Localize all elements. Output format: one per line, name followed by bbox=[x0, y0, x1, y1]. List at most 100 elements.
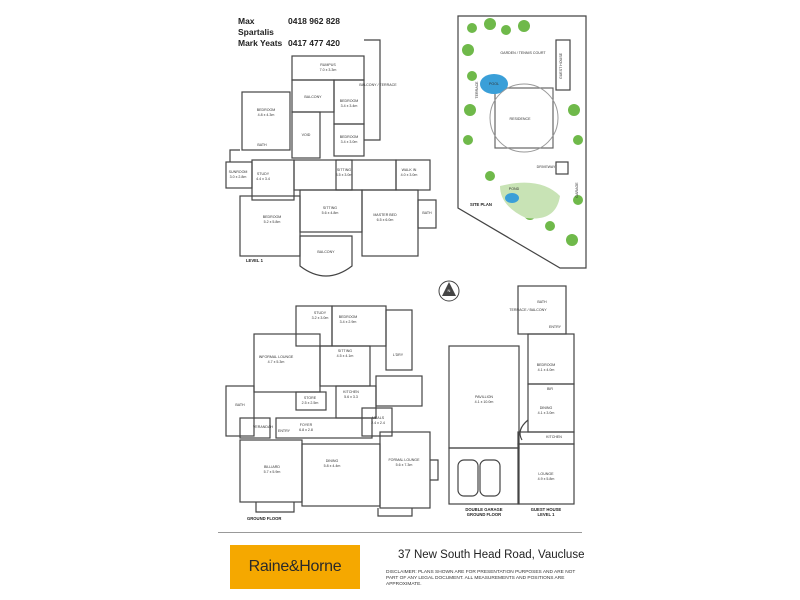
room-label: BATH bbox=[422, 211, 432, 215]
room-size: 4.8 x 4.3m bbox=[258, 113, 275, 117]
room-label: FOYER bbox=[300, 423, 313, 427]
room-size: 3.2 x 3.0m bbox=[312, 316, 329, 320]
guest-house-sublabel: LEVEL 1 bbox=[538, 512, 556, 517]
room-label: WALK IN bbox=[402, 168, 417, 172]
room-label: VOID bbox=[302, 133, 311, 137]
room-label: MASTER BED bbox=[373, 213, 397, 217]
room-size: 4.5 x 4.1m bbox=[337, 354, 354, 358]
room-label: LOUNGE bbox=[538, 472, 554, 476]
site-plan-garden bbox=[462, 18, 583, 246]
room-size: 3.4 x 3.0m bbox=[341, 140, 358, 144]
room-size: 3.4 x 3.4m bbox=[341, 104, 358, 108]
room-size: 2.4 x 2.4 bbox=[371, 421, 385, 425]
room-label: MEALS bbox=[372, 416, 385, 420]
room-label: STUDY bbox=[257, 172, 270, 176]
double-garage-label: DOUBLE GARAGE bbox=[465, 507, 502, 512]
room-label: DINING bbox=[540, 406, 553, 410]
room-label: BEDROOM bbox=[339, 315, 358, 319]
room-size: 4.4 x 3.4 bbox=[256, 177, 270, 181]
room-size: 4.1 x 3.0m bbox=[538, 411, 555, 415]
room-label: BIR bbox=[547, 387, 553, 391]
room-label: BEDROOM bbox=[257, 108, 276, 112]
guest-house-plan bbox=[517, 285, 575, 505]
site-plan-outline bbox=[457, 15, 587, 269]
site-label-pool: POOL bbox=[489, 82, 499, 86]
room-size: 3.5 x 3.0m bbox=[336, 173, 353, 177]
room-label: BILLIARD bbox=[264, 465, 280, 469]
property-address: 37 New South Head Road, Vaucluse bbox=[398, 549, 585, 561]
room-size: 5.7 x 5.9m bbox=[264, 470, 281, 474]
agent-contacts: Max Spartalis 0418 962 828 Mark Yeats 04… bbox=[238, 16, 340, 49]
pond-shape bbox=[505, 193, 519, 203]
brand-logo: Raine&Horne bbox=[230, 545, 360, 589]
room-label: RUMPUS bbox=[320, 63, 336, 67]
room-label: BATH bbox=[235, 403, 245, 407]
compass-icon bbox=[438, 280, 460, 302]
room-label: TERRACE / BALCONY bbox=[509, 308, 547, 312]
room-label: INFORMAL LOUNGE bbox=[259, 355, 294, 359]
room-label: BEDROOM bbox=[537, 363, 556, 367]
site-label-residence: RESIDENCE bbox=[510, 117, 532, 121]
contact-name: Mark Yeats bbox=[238, 38, 283, 48]
site-label-garden: GARDEN / TENNIS COURT bbox=[500, 51, 546, 55]
room-size: 6.8 x 2.8 bbox=[299, 428, 313, 432]
room-label: BEDROOM bbox=[263, 215, 282, 219]
room-label: SITTING bbox=[323, 206, 337, 210]
residence-outline bbox=[489, 83, 559, 153]
site-label-terrace: TERRACE bbox=[475, 81, 479, 99]
room-label: L'DRY bbox=[393, 353, 404, 357]
room-size: 3.4 x 2.9m bbox=[340, 320, 357, 324]
room-size: 5.6 x 3.3 bbox=[344, 395, 358, 399]
room-label: SITTING bbox=[338, 349, 352, 353]
contact-phone: 0417 477 420 bbox=[288, 38, 340, 48]
room-label: BALCONY bbox=[317, 250, 335, 254]
room-label: VERANDAH bbox=[253, 425, 273, 429]
room-label: KITCHEN bbox=[546, 435, 562, 439]
room-size: 6.5 x 6.0m bbox=[377, 218, 394, 222]
room-label: BATH bbox=[257, 143, 267, 147]
room-label: PAVILLION bbox=[475, 395, 493, 399]
room-label: BEDROOM bbox=[340, 99, 359, 103]
footer-divider bbox=[218, 532, 582, 533]
level1-label: LEVEL 1 bbox=[246, 258, 264, 263]
site-label-guest-house: GUEST HOUSE bbox=[559, 52, 563, 79]
room-label: FORMAL LOUNGE bbox=[388, 458, 420, 462]
room-label: BALCONY / TERRACE bbox=[359, 83, 397, 87]
guest-house-label: GUEST HOUSE bbox=[531, 507, 562, 512]
compass-label: N bbox=[448, 288, 451, 293]
ground-floor-plan bbox=[225, 305, 439, 517]
double-garage-sublabel: GROUND FLOOR bbox=[467, 512, 501, 517]
room-size: 7.0 x 3.3m bbox=[320, 68, 337, 72]
room-size: 5.6 x 4.8m bbox=[322, 211, 339, 215]
contact-phone: 0418 962 828 bbox=[288, 16, 340, 26]
disclaimer-text: DISCLAIMER: PLANS SHOWN ARE FOR PRESENTA… bbox=[386, 570, 576, 588]
level1-plan bbox=[225, 39, 437, 277]
pool-shape bbox=[480, 74, 508, 94]
room-size: 4.1 x 10.0m bbox=[475, 400, 494, 404]
site-plan-label: SITE PLAN bbox=[470, 202, 492, 207]
contact-row: Mark Yeats 0417 477 420 bbox=[238, 38, 340, 49]
room-size: 5.2 x 5.8m bbox=[264, 220, 281, 224]
contact-row: Max Spartalis 0418 962 828 bbox=[238, 16, 340, 38]
room-size: 4.0 x 3.0m bbox=[401, 173, 418, 177]
room-label: ENTRY bbox=[549, 325, 562, 329]
room-size: 5.8 x 4.4m bbox=[324, 464, 341, 468]
pavillion-garage-plan bbox=[448, 345, 520, 505]
site-label-driveway: DRIVEWAY bbox=[537, 165, 556, 169]
site-label-garage: GARAGE bbox=[575, 182, 579, 198]
room-size: 5.6 x 7.3m bbox=[396, 463, 413, 467]
room-label: BALCONY bbox=[304, 95, 322, 99]
ground-floor-label: GROUND FLOOR bbox=[247, 516, 281, 521]
site-label-pond: POND bbox=[509, 187, 520, 191]
room-size: 2.5 x 2.5m bbox=[302, 401, 319, 405]
room-label: SITTING bbox=[337, 168, 351, 172]
room-label: BEDROOM bbox=[340, 135, 359, 139]
room-label: SUNROOM bbox=[229, 170, 248, 174]
brand-name: Raine&Horne bbox=[248, 558, 342, 575]
room-label: STUDY bbox=[314, 311, 327, 315]
room-label: BATH bbox=[537, 300, 547, 304]
room-label: ENTRY bbox=[278, 429, 291, 433]
contact-name: Max Spartalis bbox=[238, 16, 274, 37]
room-size: 4.7 x 5.3m bbox=[268, 360, 285, 364]
